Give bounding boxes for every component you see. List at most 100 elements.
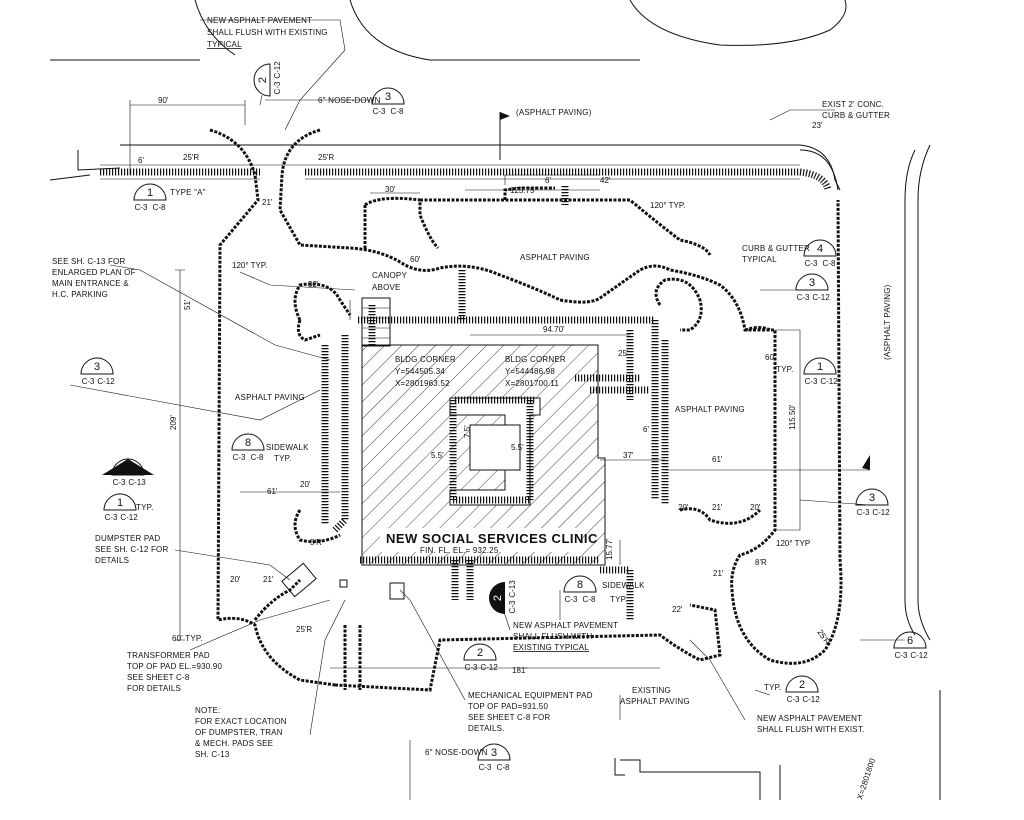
svg-text:3: 3: [869, 492, 875, 504]
note-new-paving-top: NEW ASPHALT PAVEMENT SHALL FLUSH WITH EX…: [207, 16, 330, 49]
dim-21c: 21': [263, 575, 274, 584]
note-typ-left: TYP.: [136, 503, 154, 512]
svg-text:C-8: C-8: [497, 763, 510, 772]
note-exist-curb: EXIST 2' CONC. CURB & GUTTER: [822, 100, 890, 120]
dim-51: 51': [183, 299, 192, 310]
svg-text:C-3: C-3: [105, 513, 118, 522]
svg-text:C-12: C-12: [820, 377, 838, 386]
note-coord-x: X=2801800: [855, 757, 877, 801]
dim-120-typ-c: 120° TYP: [776, 539, 810, 548]
note-see-c13: SEE SH. C-13 FOR ENLARGED PLAN OF MAIN E…: [52, 257, 138, 299]
svg-text:C-3: C-3: [565, 595, 578, 604]
note-sidewalk-left-typ: TYP.: [274, 454, 292, 463]
callout-left-upper: 3 C-3 C-12: [80, 357, 115, 386]
dim-23: 23': [812, 121, 823, 130]
svg-text:4: 4: [817, 243, 823, 255]
svg-text:C-12: C-12: [802, 695, 820, 704]
callout-bottom-right: 2 C-3 C-12: [785, 675, 820, 704]
pavement-outline: [209, 128, 843, 692]
svg-text:2: 2: [477, 647, 483, 659]
svg-text:C-3: C-3: [273, 81, 282, 94]
note-asphalt-paving-right: (ASPHALT PAVING): [883, 284, 892, 360]
callout-bottom-nose: 3 C-3 C-8: [477, 743, 511, 772]
svg-text:1: 1: [125, 462, 131, 474]
dim-37: 37': [623, 451, 634, 460]
callout-far-right: 6 C-3 C-12: [893, 631, 928, 660]
note-nose-down-top: 6" NOSE-DOWN: [318, 96, 381, 105]
note-sidewalk-bottom-typ: TYP.: [610, 595, 628, 604]
svg-text:C-3: C-3: [508, 600, 517, 613]
existing-features: [49, 0, 941, 800]
svg-text:C-12: C-12: [812, 293, 830, 302]
svg-text:3: 3: [385, 91, 391, 103]
svg-text:2: 2: [492, 595, 504, 601]
note-exact-location: NOTE: FOR EXACT LOCATION OF DUMPSTER, TR…: [195, 706, 289, 759]
svg-text:C-3: C-3: [135, 203, 148, 212]
note-type-a: TYPE "A": [170, 188, 206, 197]
dim-9470: 94.70': [543, 325, 565, 334]
callout-top-vertical: 2 C-3 C-12: [253, 61, 282, 97]
dim-55b: 5.5': [511, 443, 524, 452]
dim-20c: 20': [230, 575, 241, 584]
note-asphalt-paving-2: ASPHALT PAVING: [235, 393, 305, 402]
note-canopy: CANOPY ABOVE: [372, 271, 409, 292]
svg-text:C-3: C-3: [797, 293, 810, 302]
note-asphalt-paving-3: ASPHALT PAVING: [675, 405, 745, 414]
dim-22: 22': [672, 605, 683, 614]
note-new-paving-mid: NEW ASPHALT PAVEMENT SHALL FLUSH WITH EX…: [513, 621, 621, 652]
svg-text:C-12: C-12: [910, 651, 928, 660]
finish-floor-elevation: FIN. FL. EL.= 932.25: [420, 546, 499, 555]
note-labels: NEW ASPHALT PAVEMENT SHALL FLUSH WITH EX…: [52, 16, 892, 801]
dim-11550: 115.50': [788, 404, 797, 430]
callout-left-typ: 1 C-3 C-12: [103, 493, 138, 522]
svg-text:1: 1: [147, 187, 153, 199]
svg-text:C-8: C-8: [583, 595, 596, 604]
svg-text:C-3: C-3: [479, 763, 492, 772]
dim-60a: 60': [410, 255, 421, 264]
dim-61b: 61': [267, 487, 278, 496]
dim-12575: 125.75': [510, 186, 536, 195]
svg-text:C-3: C-3: [805, 377, 818, 386]
dim-25r-c: 25'R: [296, 625, 312, 634]
svg-text:C-8: C-8: [251, 453, 264, 462]
svg-text:C-8: C-8: [823, 259, 836, 268]
dim-20d: 20': [300, 480, 311, 489]
svg-text:2: 2: [799, 679, 805, 691]
callout-sidewalk-left: 8 C-3 C-8: [231, 433, 265, 462]
dim-181: 181': [512, 666, 527, 675]
dim-1577: 15.77': [605, 538, 614, 560]
dim-55a: 5.5': [431, 451, 444, 460]
note-existing-paving: EXISTING ASPHALT PAVING: [620, 686, 690, 706]
svg-text:8: 8: [577, 579, 583, 591]
dim-20a: 20': [678, 503, 689, 512]
sidewalks: [321, 186, 669, 620]
note-asphalt-paving-top: (ASPHALT PAVING): [516, 108, 592, 117]
dim-25r-b: 25'R: [318, 153, 334, 162]
detail-callouts: 2 C-3 C-12 3 C-3 C-8 1 C-3 C-8 4 C-3 C-8…: [80, 61, 928, 772]
svg-text:C-3: C-3: [787, 695, 800, 704]
dim-60b: 60': [765, 353, 776, 362]
svg-text:C-3: C-3: [233, 453, 246, 462]
svg-text:C-12: C-12: [97, 377, 115, 386]
note-60-typ: 60' TYP.: [172, 634, 203, 643]
svg-text:2: 2: [257, 77, 269, 83]
note-nose-down-bottom: 6" NOSE-DOWN: [425, 748, 488, 757]
note-transformer: TRANSFORMER PAD TOP OF PAD EL.=930.90 SE…: [127, 651, 225, 693]
svg-text:C-3: C-3: [113, 478, 126, 487]
callout-bottom-mid: 2 C-3 C-12: [463, 643, 498, 672]
street-sidewalk: [100, 168, 832, 192]
note-mech-pad: MECHANICAL EQUIPMENT PAD TOP OF PAD=931.…: [468, 691, 595, 733]
dim-209: 209': [169, 415, 178, 430]
callout-right-mid: 3 C-3 C-12: [855, 488, 890, 517]
svg-text:C-3: C-3: [465, 663, 478, 672]
note-typ-right: TYP.: [776, 365, 794, 374]
dimension-lines: [69, 19, 905, 800]
svg-text:1: 1: [117, 497, 123, 509]
dim-75: 7.5': [463, 425, 472, 438]
dim-42: 42': [600, 176, 611, 185]
note-typ-bottom: TYP.: [764, 683, 782, 692]
svg-text:C-3: C-3: [373, 107, 386, 116]
dim-30: 30': [385, 185, 396, 194]
dim-32: 32': [308, 280, 319, 289]
